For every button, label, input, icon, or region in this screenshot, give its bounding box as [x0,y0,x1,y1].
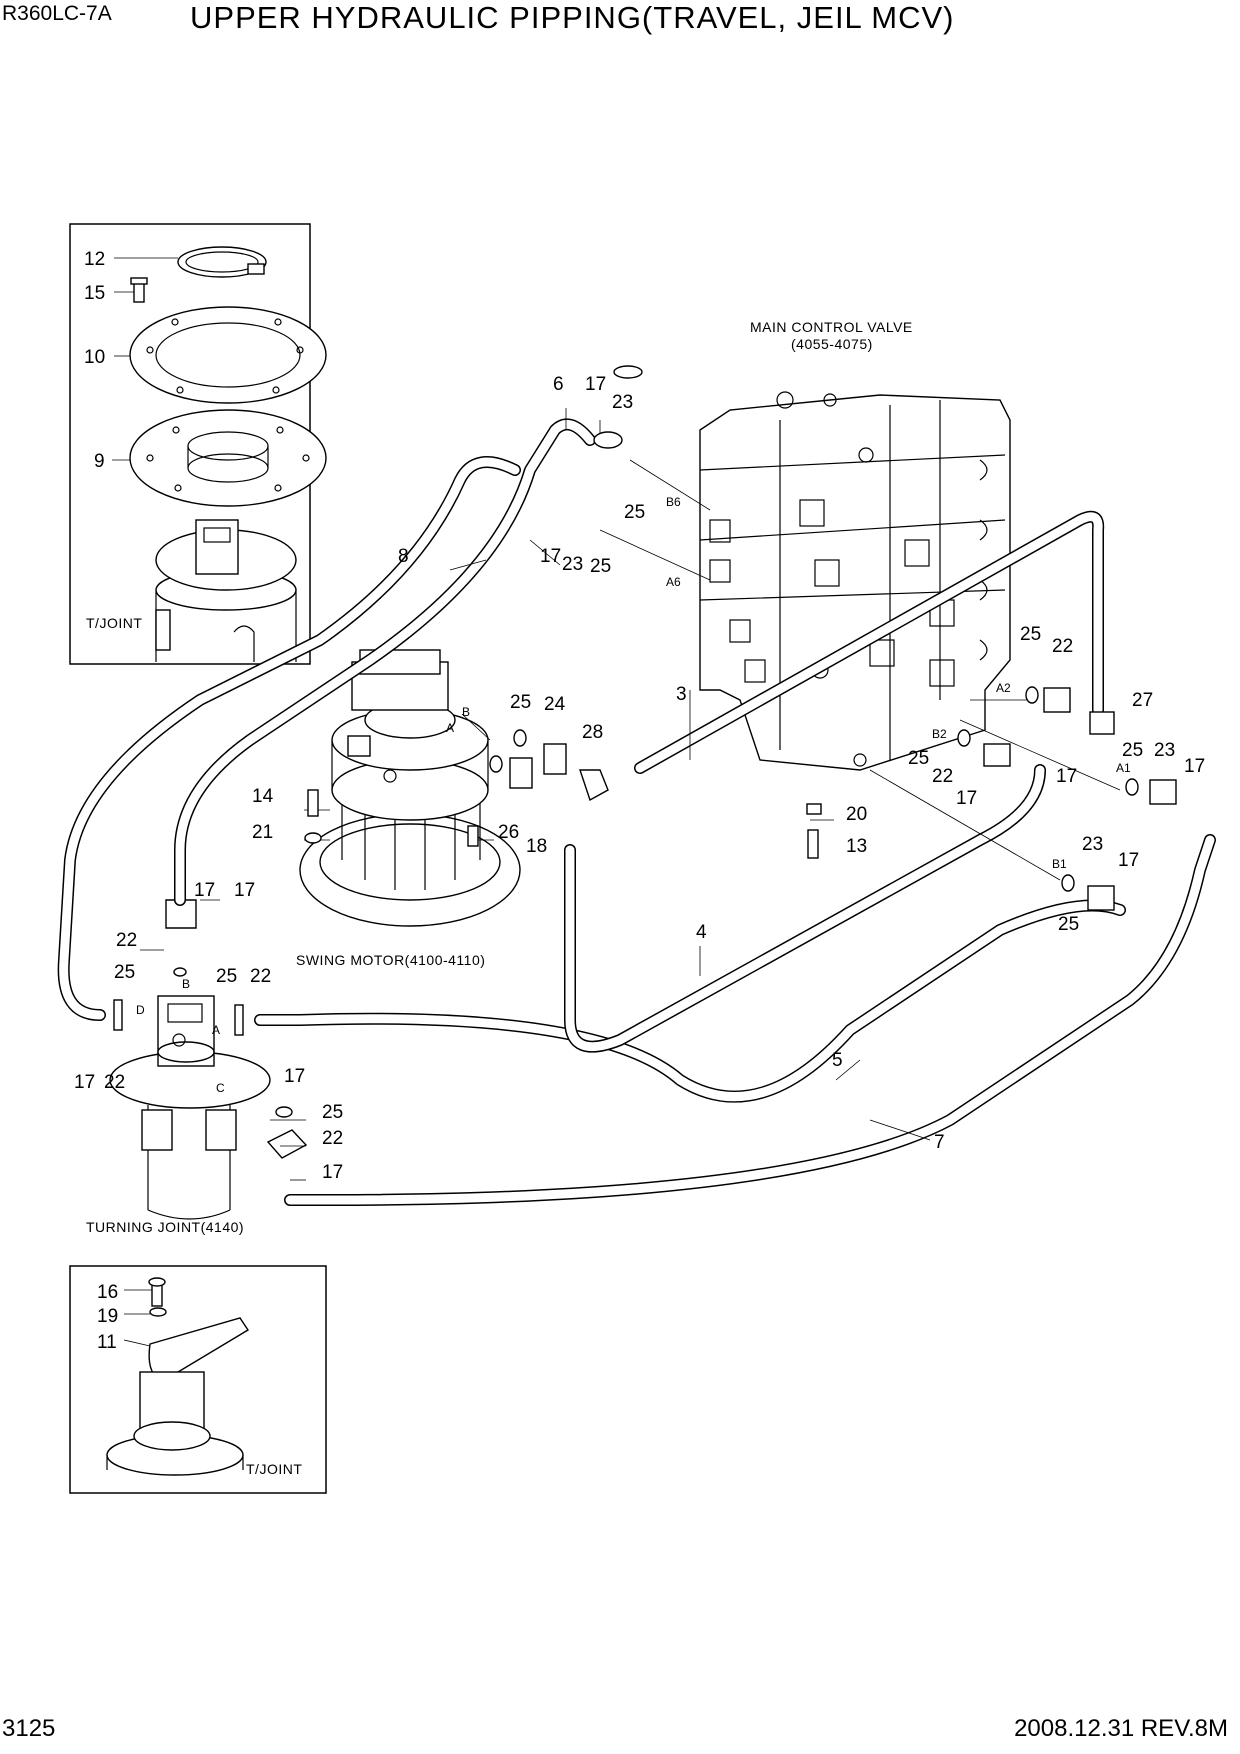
fittings [304,365,1177,911]
callout: 23 [562,554,583,575]
inset-bottom-frame [69,1265,327,1494]
callout: 4 [696,922,707,943]
callout: 25 [908,748,929,769]
callout: 25 [1058,914,1079,935]
callout: 25 [590,556,611,577]
callout: 22 [116,930,137,951]
port-labels: B6 A6 A2 B2 A1 B1 B A B D A C [136,495,1131,1095]
callout: 8 [398,546,409,567]
cover-plate [129,306,327,404]
port-label: D [136,1003,145,1017]
revision-date: 2008.12.31 REV.8M [1014,1715,1228,1742]
model-code: R360LC-7A [2,2,112,25]
callout: 10 [84,347,105,368]
callout: 28 [582,722,603,743]
callout: 21 [252,822,273,843]
seal-plate [129,409,327,507]
caption-turning-joint: TURNING JOINT(4140) [86,1219,244,1235]
callout: 3 [676,684,687,705]
callout: 13 [846,836,867,857]
port-label: A1 [1116,761,1131,775]
callout: 25 [510,692,531,713]
port-label: C [216,1081,225,1095]
callout: 17 [74,1072,95,1093]
callout: 17 [322,1162,343,1183]
callout: 6 [553,374,564,395]
clamp-screw [247,263,265,275]
turning-joint: TURNING JOINT(4140) [86,899,308,1235]
callout: 17 [1184,756,1205,777]
port-label: A [212,1023,220,1037]
tjoint-block [195,519,239,575]
callout: 22 [250,966,271,987]
page-title: UPPER HYDRAULIC PIPPING(TRAVEL, JEIL MCV… [190,0,955,35]
callout: 22 [104,1072,125,1093]
leader-lines [140,408,1121,1181]
callout: 25 [216,966,237,987]
port-label: A [446,721,454,735]
callout: 14 [252,786,274,807]
callout: 22 [932,766,953,787]
callout: 23 [1154,740,1175,761]
port-label: B [182,977,190,991]
port-label: A6 [666,575,681,589]
main-control-valve: MAIN CONTROL VALVE (4055-4075) [699,319,1011,771]
caption-tjoint-bottom: T/JOINT [246,1461,302,1477]
caption-mcv: MAIN CONTROL VALVE [750,319,913,335]
callout: 25 [114,962,135,983]
hoses [57,418,1216,1206]
callout: 22 [322,1128,343,1149]
callout: 19 [97,1306,118,1327]
callout: 23 [1082,834,1103,855]
callout: 11 [97,1332,117,1353]
callout: 27 [1132,690,1153,711]
callout: 25 [1020,624,1041,645]
callout: 5 [832,1050,843,1071]
washer-19 [149,1307,167,1317]
callout: 25 [1122,740,1143,761]
callout: 23 [612,392,633,413]
port-label: A2 [996,681,1011,695]
callout: 15 [84,283,105,304]
callout: 20 [846,804,867,825]
inset-bottom-tjoint: 16 19 11 T/JOINT [69,1265,327,1494]
callout: 17 [585,374,606,395]
callout: 17 [194,880,215,901]
callout: 22 [1052,636,1073,657]
port-label: B2 [932,727,947,741]
callout: 17 [1056,766,1077,787]
callout: 17 [956,788,977,809]
callouts: 6 17 23 25 17 23 25 8 25 24 28 3 25 22 2… [74,374,1205,1183]
port-label: B [462,705,470,719]
callout: 7 [934,1132,945,1153]
callout: 17 [234,880,255,901]
caption-tjoint-top: T/JOINT [86,615,142,631]
callout: 17 [1118,850,1139,871]
port-label: B6 [666,495,681,509]
caption-mcv-range: (4055-4075) [791,336,873,352]
port-label: B1 [1052,857,1067,871]
callout: 17 [284,1066,305,1087]
callout: 24 [544,694,566,715]
inset-top-tjoint: 12 15 10 9 T/JOINT [69,223,327,665]
callout: 16 [97,1282,118,1303]
callout: 17 [540,546,561,567]
callout: 12 [84,249,105,270]
page-number: 3125 [2,1715,56,1742]
callout: 25 [624,502,645,523]
caption-swing-motor: SWING MOTOR(4100-4110) [296,952,485,968]
callout: 25 [322,1102,343,1123]
callout: 26 [498,822,519,843]
callout: 9 [94,451,105,472]
callout: 18 [526,836,547,857]
swing-motor: SWING MOTOR(4100-4110) [296,649,521,968]
